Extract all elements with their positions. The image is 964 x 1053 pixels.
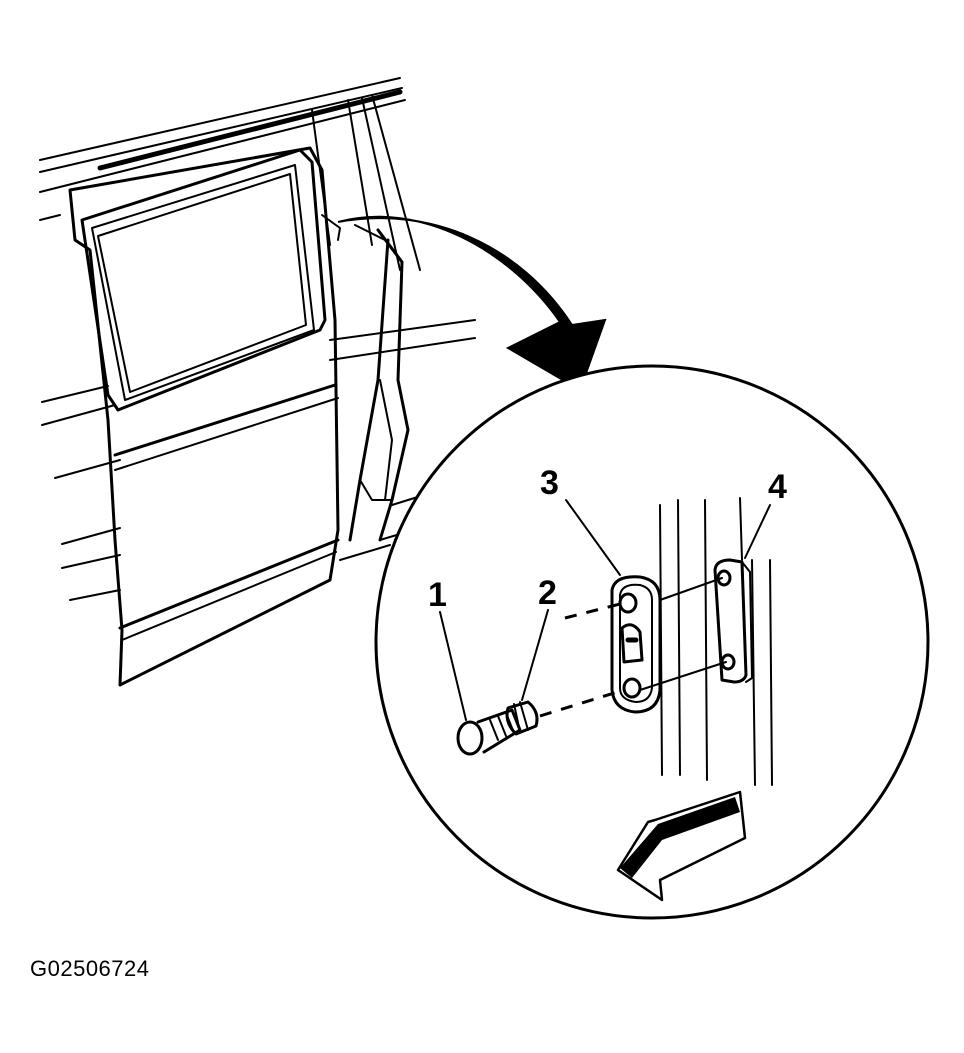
leader-4 — [744, 504, 771, 559]
sliding-door — [68, 146, 386, 687]
leader-3 — [565, 499, 621, 576]
alignment-line-lower — [539, 688, 625, 718]
spacer-shim — [713, 558, 753, 684]
leader-1 — [439, 611, 467, 721]
leader-2 — [521, 609, 549, 701]
callout-4: 4 — [768, 468, 787, 506]
callout-3: 3 — [540, 464, 559, 502]
callout-2: 2 — [538, 574, 557, 612]
striker-plate — [610, 575, 662, 714]
front-direction-arrow-icon — [616, 790, 747, 902]
callout-1: 1 — [428, 576, 447, 614]
washer — [505, 700, 539, 736]
figure-id: G02506724 — [30, 956, 150, 981]
alignment-line-upper — [564, 602, 621, 620]
